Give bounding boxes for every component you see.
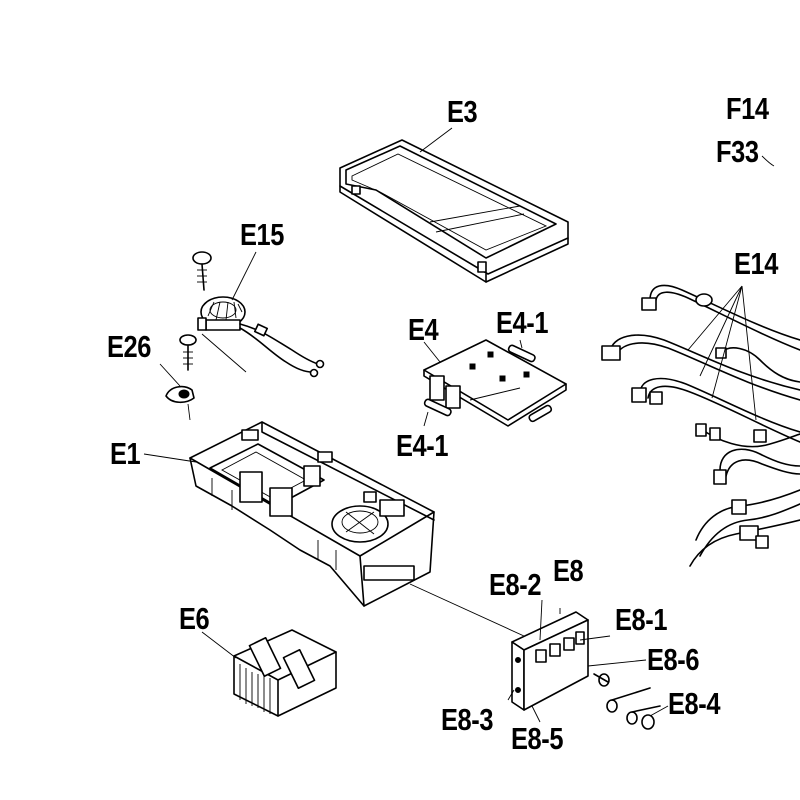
part-e26-clamp bbox=[165, 334, 197, 421]
callout-e8-1: E8-1 bbox=[615, 602, 668, 637]
part-e14-harness bbox=[601, 284, 800, 567]
part-e4-board bbox=[423, 339, 567, 427]
part-e6-heatsink bbox=[233, 629, 337, 717]
callout-e26: E26 bbox=[107, 329, 152, 364]
callout-leaders bbox=[143, 127, 453, 659]
callout-e1: E1 bbox=[110, 436, 141, 471]
callout-e8-6: E8-6 bbox=[647, 642, 700, 677]
part-e15-toroid bbox=[192, 251, 325, 378]
part-e4-1-spacers bbox=[423, 339, 553, 427]
part-e1-chassis bbox=[189, 421, 525, 637]
callout-e14: E14 bbox=[734, 246, 779, 281]
part-e3-cover bbox=[339, 139, 569, 283]
callout-e15: E15 bbox=[240, 217, 285, 252]
callout-e8-2: E8-2 bbox=[489, 567, 542, 602]
part-e8-terminal bbox=[507, 599, 647, 723]
callout-e3: E3 bbox=[447, 94, 478, 129]
callout-e4-1-bottom: E4-1 bbox=[396, 428, 449, 463]
callout-e8-5: E8-5 bbox=[511, 721, 564, 756]
callout-e6: E6 bbox=[179, 601, 210, 636]
callout-e4: E4 bbox=[408, 312, 439, 347]
callout-e8-4: E8-4 bbox=[668, 686, 721, 721]
callout-e8-3: E8-3 bbox=[441, 702, 494, 737]
callout-f33: F33 bbox=[716, 134, 759, 169]
callout-e4-1-top: E4-1 bbox=[496, 305, 549, 340]
f33-leader bbox=[761, 155, 775, 167]
part-e8-screws bbox=[593, 673, 669, 730]
callout-f14: F14 bbox=[726, 91, 769, 126]
callout-e8: E8 bbox=[553, 553, 584, 588]
